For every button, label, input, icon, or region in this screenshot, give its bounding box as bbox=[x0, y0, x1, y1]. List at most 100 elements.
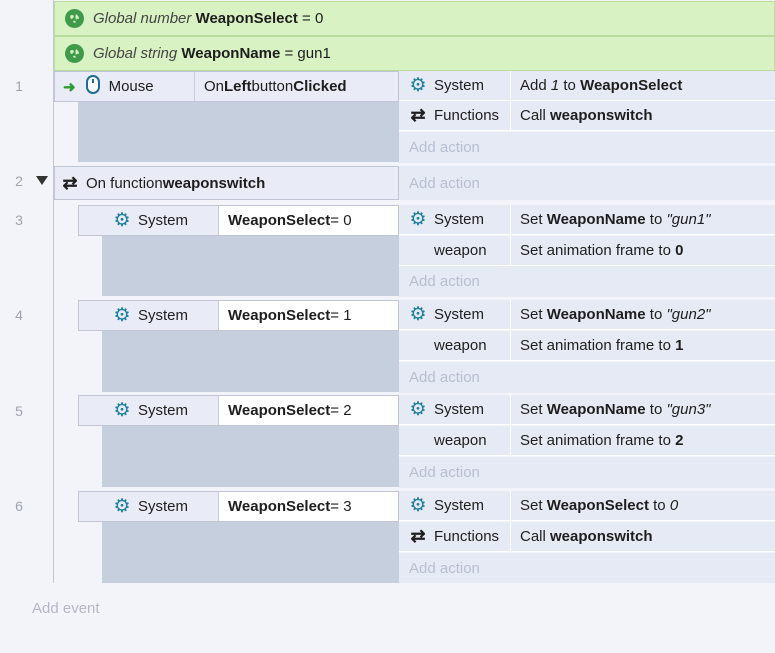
action-text-part: Call bbox=[520, 528, 551, 545]
action-text-bold: WeaponName bbox=[546, 211, 646, 228]
action-text[interactable]: Set animation frame to 1 bbox=[511, 337, 683, 354]
line-number: 6 bbox=[15, 498, 23, 514]
condition-text-bold: Clicked bbox=[293, 78, 347, 95]
action-text[interactable]: Call weaponswitch bbox=[511, 528, 653, 545]
add-action-button[interactable]: Add action bbox=[399, 166, 775, 200]
condition-object-name: System bbox=[138, 402, 189, 419]
condition-text[interactable]: WeaponSelect = 0 bbox=[219, 206, 398, 235]
add-action-button[interactable]: Add action bbox=[399, 266, 775, 297]
condition-object-name: Mouse bbox=[108, 78, 154, 95]
global-variable-kind: Global number bbox=[93, 10, 192, 27]
condition-text-part: On bbox=[204, 78, 225, 95]
action-text[interactable]: Set WeaponName to "gun3" bbox=[511, 401, 711, 418]
action-row[interactable]: ⚙System Set WeaponSelect to 0 bbox=[399, 491, 775, 521]
action-text-part: Set bbox=[520, 401, 547, 418]
action-text-part: Set bbox=[520, 211, 547, 228]
action-object[interactable]: ⚙System bbox=[399, 71, 511, 100]
action-row[interactable]: ⚙ System Set WeaponName to "gun2" bbox=[399, 300, 775, 330]
action-text[interactable]: Set animation frame to 0 bbox=[511, 242, 683, 259]
action-text-bold: 0 bbox=[675, 242, 684, 259]
action-row[interactable]: weapon Set animation frame to 1 bbox=[399, 331, 775, 361]
event-sheet-gutter-line bbox=[53, 0, 54, 583]
condition-text[interactable]: WeaponSelect = 2 bbox=[219, 396, 398, 425]
condition-object[interactable]: ⚙System bbox=[79, 492, 219, 521]
condition-text[interactable]: WeaponSelect = 3 bbox=[219, 492, 398, 521]
event-block-padding[interactable] bbox=[102, 331, 399, 392]
action-text-part: Add bbox=[520, 77, 551, 94]
global-variable-value: gun1 bbox=[297, 45, 331, 62]
action-text[interactable]: Call weaponswitch bbox=[511, 107, 653, 124]
gear-icon: ⚙ bbox=[113, 305, 131, 326]
action-object[interactable]: weapon bbox=[399, 236, 511, 265]
action-row[interactable]: ⚙System Add 1 to WeaponSelect bbox=[399, 71, 775, 101]
action-row[interactable]: weapon Set animation frame to 2 bbox=[399, 426, 775, 456]
line-number: 1 bbox=[15, 78, 23, 94]
add-action-button[interactable]: Add action bbox=[399, 553, 775, 583]
action-object[interactable]: ⚙System bbox=[399, 395, 511, 424]
globe-icon bbox=[65, 9, 84, 28]
action-text-part: Call bbox=[520, 107, 551, 124]
action-object[interactable]: weapon bbox=[399, 426, 511, 455]
event-block-padding[interactable] bbox=[78, 101, 399, 162]
function-swap-icon: ⇄ bbox=[410, 105, 426, 125]
collapse-triangle-icon[interactable] bbox=[36, 176, 48, 185]
action-object[interactable]: ⇄Functions bbox=[399, 101, 511, 130]
globe-icon bbox=[65, 44, 84, 63]
add-event-button[interactable]: Add event bbox=[32, 600, 100, 617]
action-text-italic: "gun3" bbox=[666, 401, 711, 418]
global-variable-value: 0 bbox=[314, 10, 324, 27]
condition-object[interactable]: ⚙System bbox=[79, 301, 219, 330]
action-row[interactable]: ⚙System Set WeaponName to "gun3" bbox=[399, 395, 775, 425]
add-action-button[interactable]: Add action bbox=[399, 132, 775, 163]
subevent-condition[interactable]: ⚙System WeaponSelect = 1 bbox=[78, 300, 399, 331]
action-row[interactable]: ⇄Functions Call weaponswitch bbox=[399, 522, 775, 552]
action-text[interactable]: Set WeaponName to "gun2" bbox=[511, 306, 711, 323]
subevent-condition[interactable]: ⚙System WeaponSelect = 3 bbox=[78, 491, 399, 522]
action-text-italic: "gun2" bbox=[666, 306, 711, 323]
action-row[interactable]: weapon Set animation frame to 0 bbox=[399, 236, 775, 266]
trigger-arrow-icon: ➜ bbox=[63, 78, 76, 96]
action-object[interactable]: ⚙System bbox=[399, 205, 511, 234]
event-block-padding[interactable] bbox=[102, 236, 399, 296]
action-text-part: to bbox=[645, 306, 667, 323]
condition-variable: WeaponSelect bbox=[228, 212, 331, 229]
condition-object[interactable]: ➜ Mouse bbox=[55, 72, 195, 101]
action-object[interactable]: weapon bbox=[399, 331, 511, 360]
global-variable-weaponname[interactable]: Global string WeaponName = gun1 bbox=[54, 36, 775, 71]
action-row[interactable]: ⚙System Set WeaponName to "gun1" bbox=[399, 205, 775, 235]
condition-object[interactable]: ⚙System bbox=[79, 396, 219, 425]
gear-icon: ⚙ bbox=[409, 304, 427, 325]
action-object-name: System bbox=[434, 306, 485, 323]
action-row[interactable]: ⇄Functions Call weaponswitch bbox=[399, 101, 775, 131]
action-object[interactable]: ⚙System bbox=[399, 491, 511, 520]
condition-text[interactable]: On Left button Clicked bbox=[195, 72, 398, 101]
action-text[interactable]: Set animation frame to 2 bbox=[511, 432, 683, 449]
event-block-padding[interactable] bbox=[102, 522, 399, 583]
condition-object[interactable]: ⚙System bbox=[79, 206, 219, 235]
function-event-condition[interactable]: ⇄ On function weaponswitch bbox=[54, 166, 399, 200]
event-1-condition[interactable]: ➜ Mouse On Left button Clicked bbox=[54, 71, 399, 102]
global-variable-weaponselect[interactable]: Global number WeaponSelect = 0 bbox=[54, 1, 775, 36]
subevent-condition[interactable]: ⚙System WeaponSelect = 2 bbox=[78, 395, 399, 426]
line-number: 2 bbox=[15, 173, 23, 189]
action-object-name: System bbox=[434, 77, 485, 94]
action-text-italic: "gun1" bbox=[666, 211, 711, 228]
condition-text-part: button bbox=[251, 78, 294, 95]
action-text[interactable]: Add 1 to WeaponSelect bbox=[511, 77, 682, 94]
condition-operator: = 0 bbox=[330, 212, 352, 229]
add-action-button[interactable]: Add action bbox=[399, 457, 775, 488]
action-text[interactable]: Set WeaponName to "gun1" bbox=[511, 211, 711, 228]
condition-text[interactable]: WeaponSelect = 1 bbox=[219, 301, 398, 330]
add-action-button[interactable]: Add action bbox=[399, 362, 775, 393]
line-number: 5 bbox=[15, 403, 23, 419]
action-object-name: System bbox=[434, 211, 485, 228]
condition-text-bold: Left bbox=[224, 78, 252, 95]
action-object[interactable]: ⇄Functions bbox=[399, 522, 511, 551]
action-text-part: Set animation frame to bbox=[520, 432, 676, 449]
global-variable-name: WeaponSelect bbox=[195, 10, 298, 27]
action-object[interactable]: ⚙ System bbox=[399, 300, 511, 329]
subevent-condition[interactable]: ⚙System WeaponSelect = 0 bbox=[78, 205, 399, 236]
event-block-padding[interactable] bbox=[102, 426, 399, 487]
condition-variable: WeaponSelect bbox=[228, 498, 331, 515]
action-text[interactable]: Set WeaponSelect to 0 bbox=[511, 497, 678, 514]
